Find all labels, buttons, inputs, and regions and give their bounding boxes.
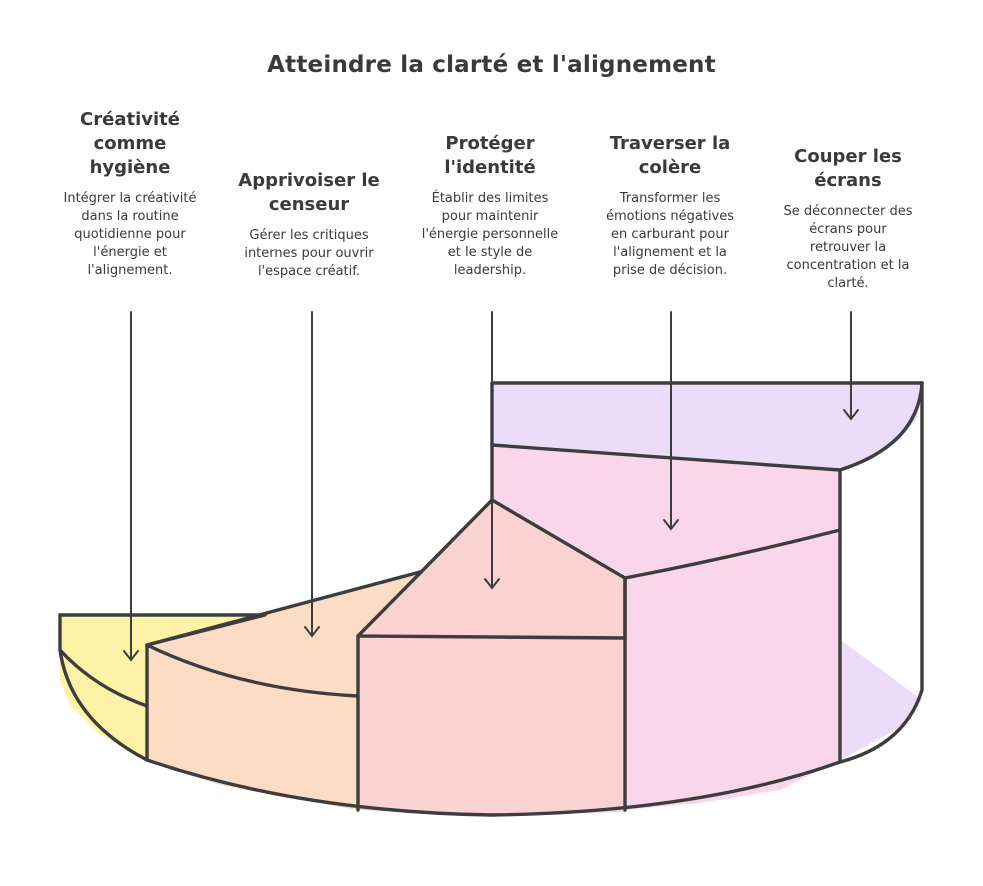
diagram-title: Atteindre la clarté et l'alignement [267, 52, 716, 78]
segment-anger [492, 445, 840, 810]
description-censor: Gérer les critiques internes pour ouvrir… [244, 228, 374, 279]
label-creativity: Créativité comme hygiène Intégrer la cré… [60, 108, 200, 280]
description-identity: Établir des limites pour maintenir l'éne… [421, 191, 559, 278]
arrow-creativity [123, 311, 139, 662]
pointer-arrows [123, 311, 859, 662]
heading-creativity: Créativité comme hygiène [80, 109, 180, 178]
arrow-censor [304, 311, 320, 638]
diagram-outlines [58, 381, 924, 817]
heading-screens: Couper les écrans [794, 146, 902, 191]
description-screens: Se déconnecter des écrans pour retrouver… [783, 204, 913, 291]
arrow-screens [843, 311, 859, 421]
segment-identity [358, 500, 625, 816]
label-screens: Couper les écrans Se déconnecter des écr… [778, 145, 918, 293]
segment-censor [147, 572, 420, 810]
segment-creativity [60, 615, 250, 760]
arrow-anger [663, 311, 679, 531]
label-censor: Apprivoiser le censeur Gérer les critiqu… [236, 169, 382, 281]
label-identity: Protéger l'identité Établir des limites … [418, 132, 562, 280]
heading-identity: Protéger l'identité [444, 133, 536, 178]
description-anger: Transformer les émotions négatives en ca… [605, 191, 735, 278]
description-creativity: Intégrer la créativité dans la routine q… [63, 191, 197, 278]
label-anger: Traverser la colère Transformer les émot… [596, 132, 744, 280]
arrow-identity [484, 311, 500, 590]
heading-anger: Traverser la colère [609, 133, 731, 178]
heading-censor: Apprivoiser le censeur [238, 170, 380, 215]
